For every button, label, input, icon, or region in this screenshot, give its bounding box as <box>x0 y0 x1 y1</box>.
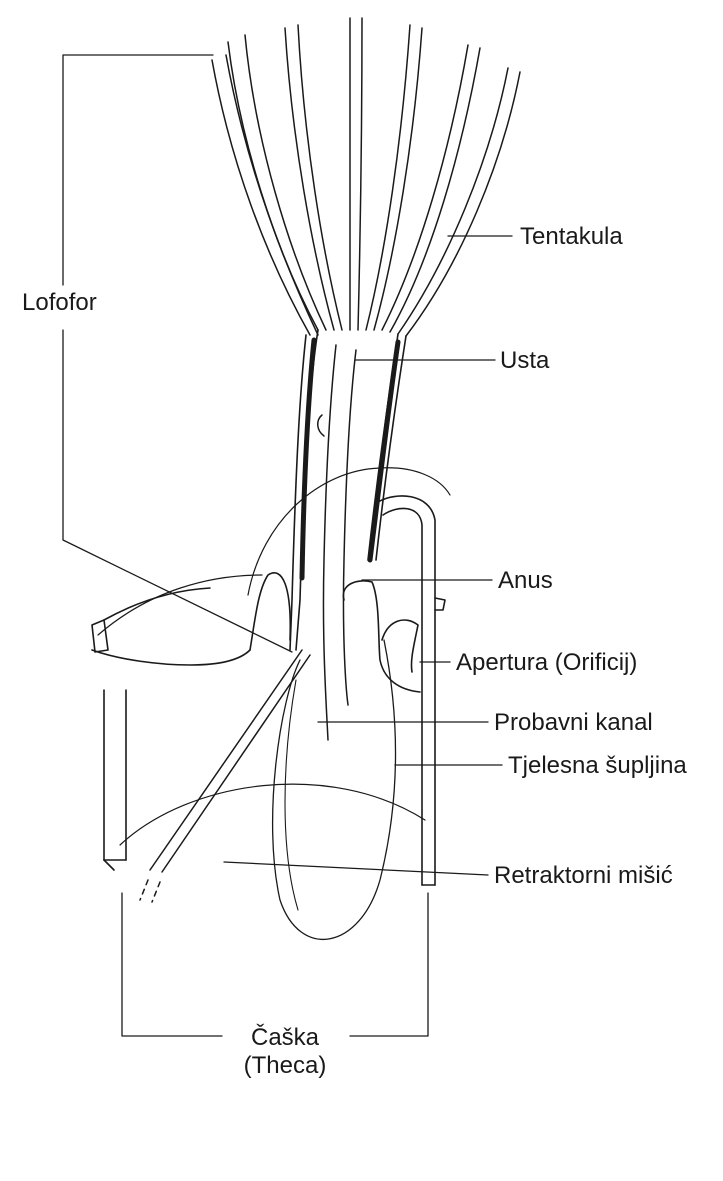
label-probavni-kanal: Probavni kanal <box>494 709 653 736</box>
retractor-muscle <box>140 650 310 902</box>
label-tentakula: Tentakula <box>520 223 623 250</box>
apertura-fold <box>382 620 418 672</box>
stomach <box>273 640 396 939</box>
label-lofofor: Lofofor <box>22 289 97 316</box>
label-anus: Anus <box>498 567 553 594</box>
label-apertura: Apertura (Orificij) <box>456 649 637 676</box>
polypide-bell-outline <box>248 468 450 595</box>
lophophore-stalk <box>290 330 406 650</box>
atrial-fold-left <box>250 573 290 650</box>
sheath-dark <box>302 340 398 578</box>
digestive-tube <box>318 345 356 740</box>
label-retraktorni-misic: Retraktorni mišić <box>494 862 673 889</box>
tentacles <box>212 18 520 336</box>
label-caska: Čaška <box>251 1023 320 1051</box>
theca-left-wall <box>92 588 250 870</box>
label-usta: Usta <box>500 347 550 374</box>
anus-loop <box>343 581 420 692</box>
leader-lines <box>63 55 512 1036</box>
label-tjelesna-supljina: Tjelesna šupljina <box>508 752 687 779</box>
label-theca: (Theca) <box>244 1052 327 1079</box>
stomach-inner <box>285 680 298 910</box>
